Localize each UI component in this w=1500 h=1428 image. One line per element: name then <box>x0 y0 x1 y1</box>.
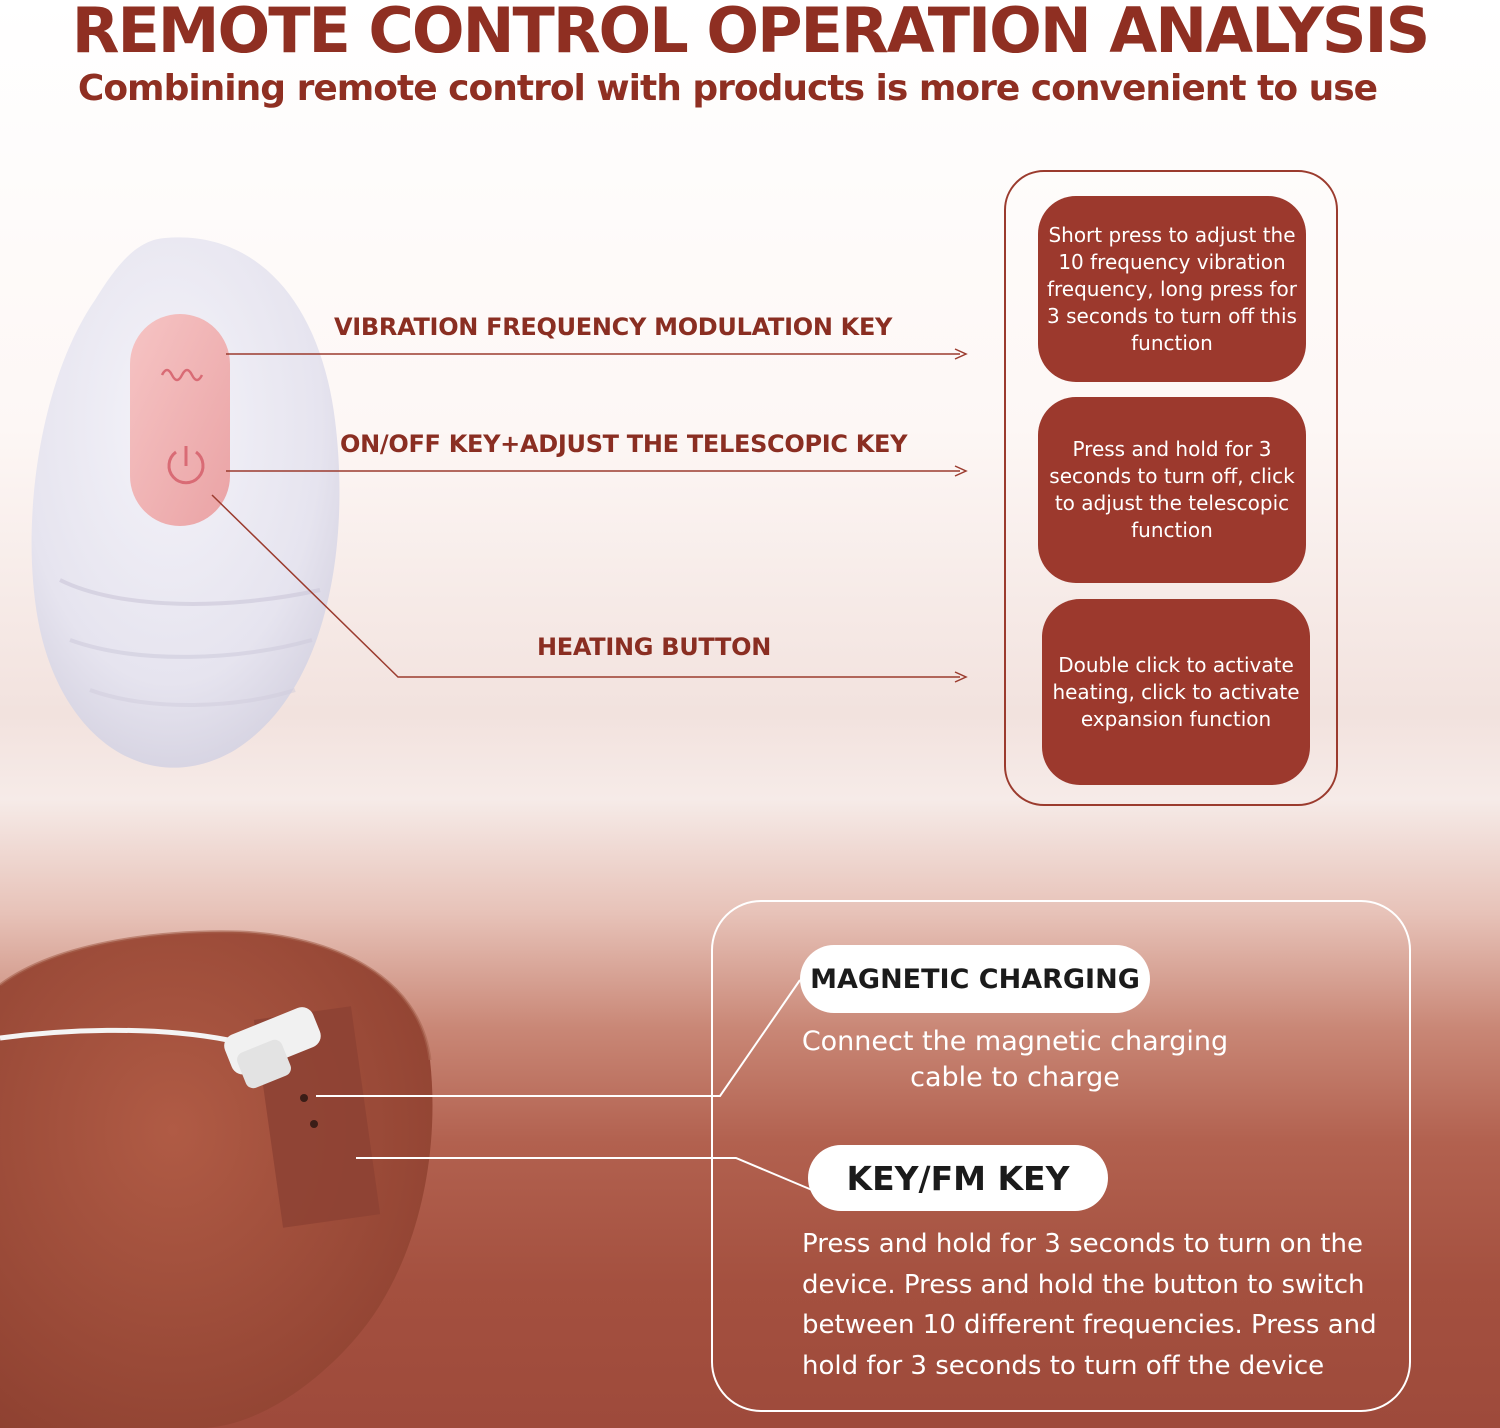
remote-button-panel <box>130 314 230 526</box>
device-leader-lines <box>316 979 813 1191</box>
charging-cable <box>0 1027 229 1043</box>
page-title: REMOTE CONTROL OPERATION ANALYSIS <box>71 0 1431 67</box>
magnetic-charging-title: MAGNETIC CHARGING <box>800 945 1150 1013</box>
onoff-key-label: ON/OFF KEY+ADJUST THE TELESCOPIC KEY <box>340 430 908 458</box>
wave-icon <box>160 368 204 382</box>
fm-key-title: KEY/FM KEY <box>808 1145 1108 1211</box>
heating-button-label: HEATING BUTTON <box>537 633 771 661</box>
vibration-key-label: VIBRATION FREQUENCY MODULATION KEY <box>334 313 893 341</box>
heating-button-description: Double click to activate heating, click … <box>1042 599 1310 785</box>
device-info-panel <box>711 900 1411 1412</box>
page-subtitle: Combining remote control with products i… <box>77 68 1378 109</box>
onoff-key-description: Press and hold for 3 seconds to turn off… <box>1038 397 1306 583</box>
fm-key-text: Press and hold for 3 seconds to turn on … <box>802 1229 1377 1381</box>
magnetic-charging-text: Connect the magnetic charging cable to c… <box>801 1026 1229 1093</box>
power-icon <box>167 446 205 485</box>
magnetic-connector <box>224 1007 321 1089</box>
remote-leader-lines <box>211 348 968 683</box>
description-panel <box>1004 170 1338 806</box>
vibration-key-description: Short press to adjust the 10 frequency v… <box>1038 196 1306 382</box>
